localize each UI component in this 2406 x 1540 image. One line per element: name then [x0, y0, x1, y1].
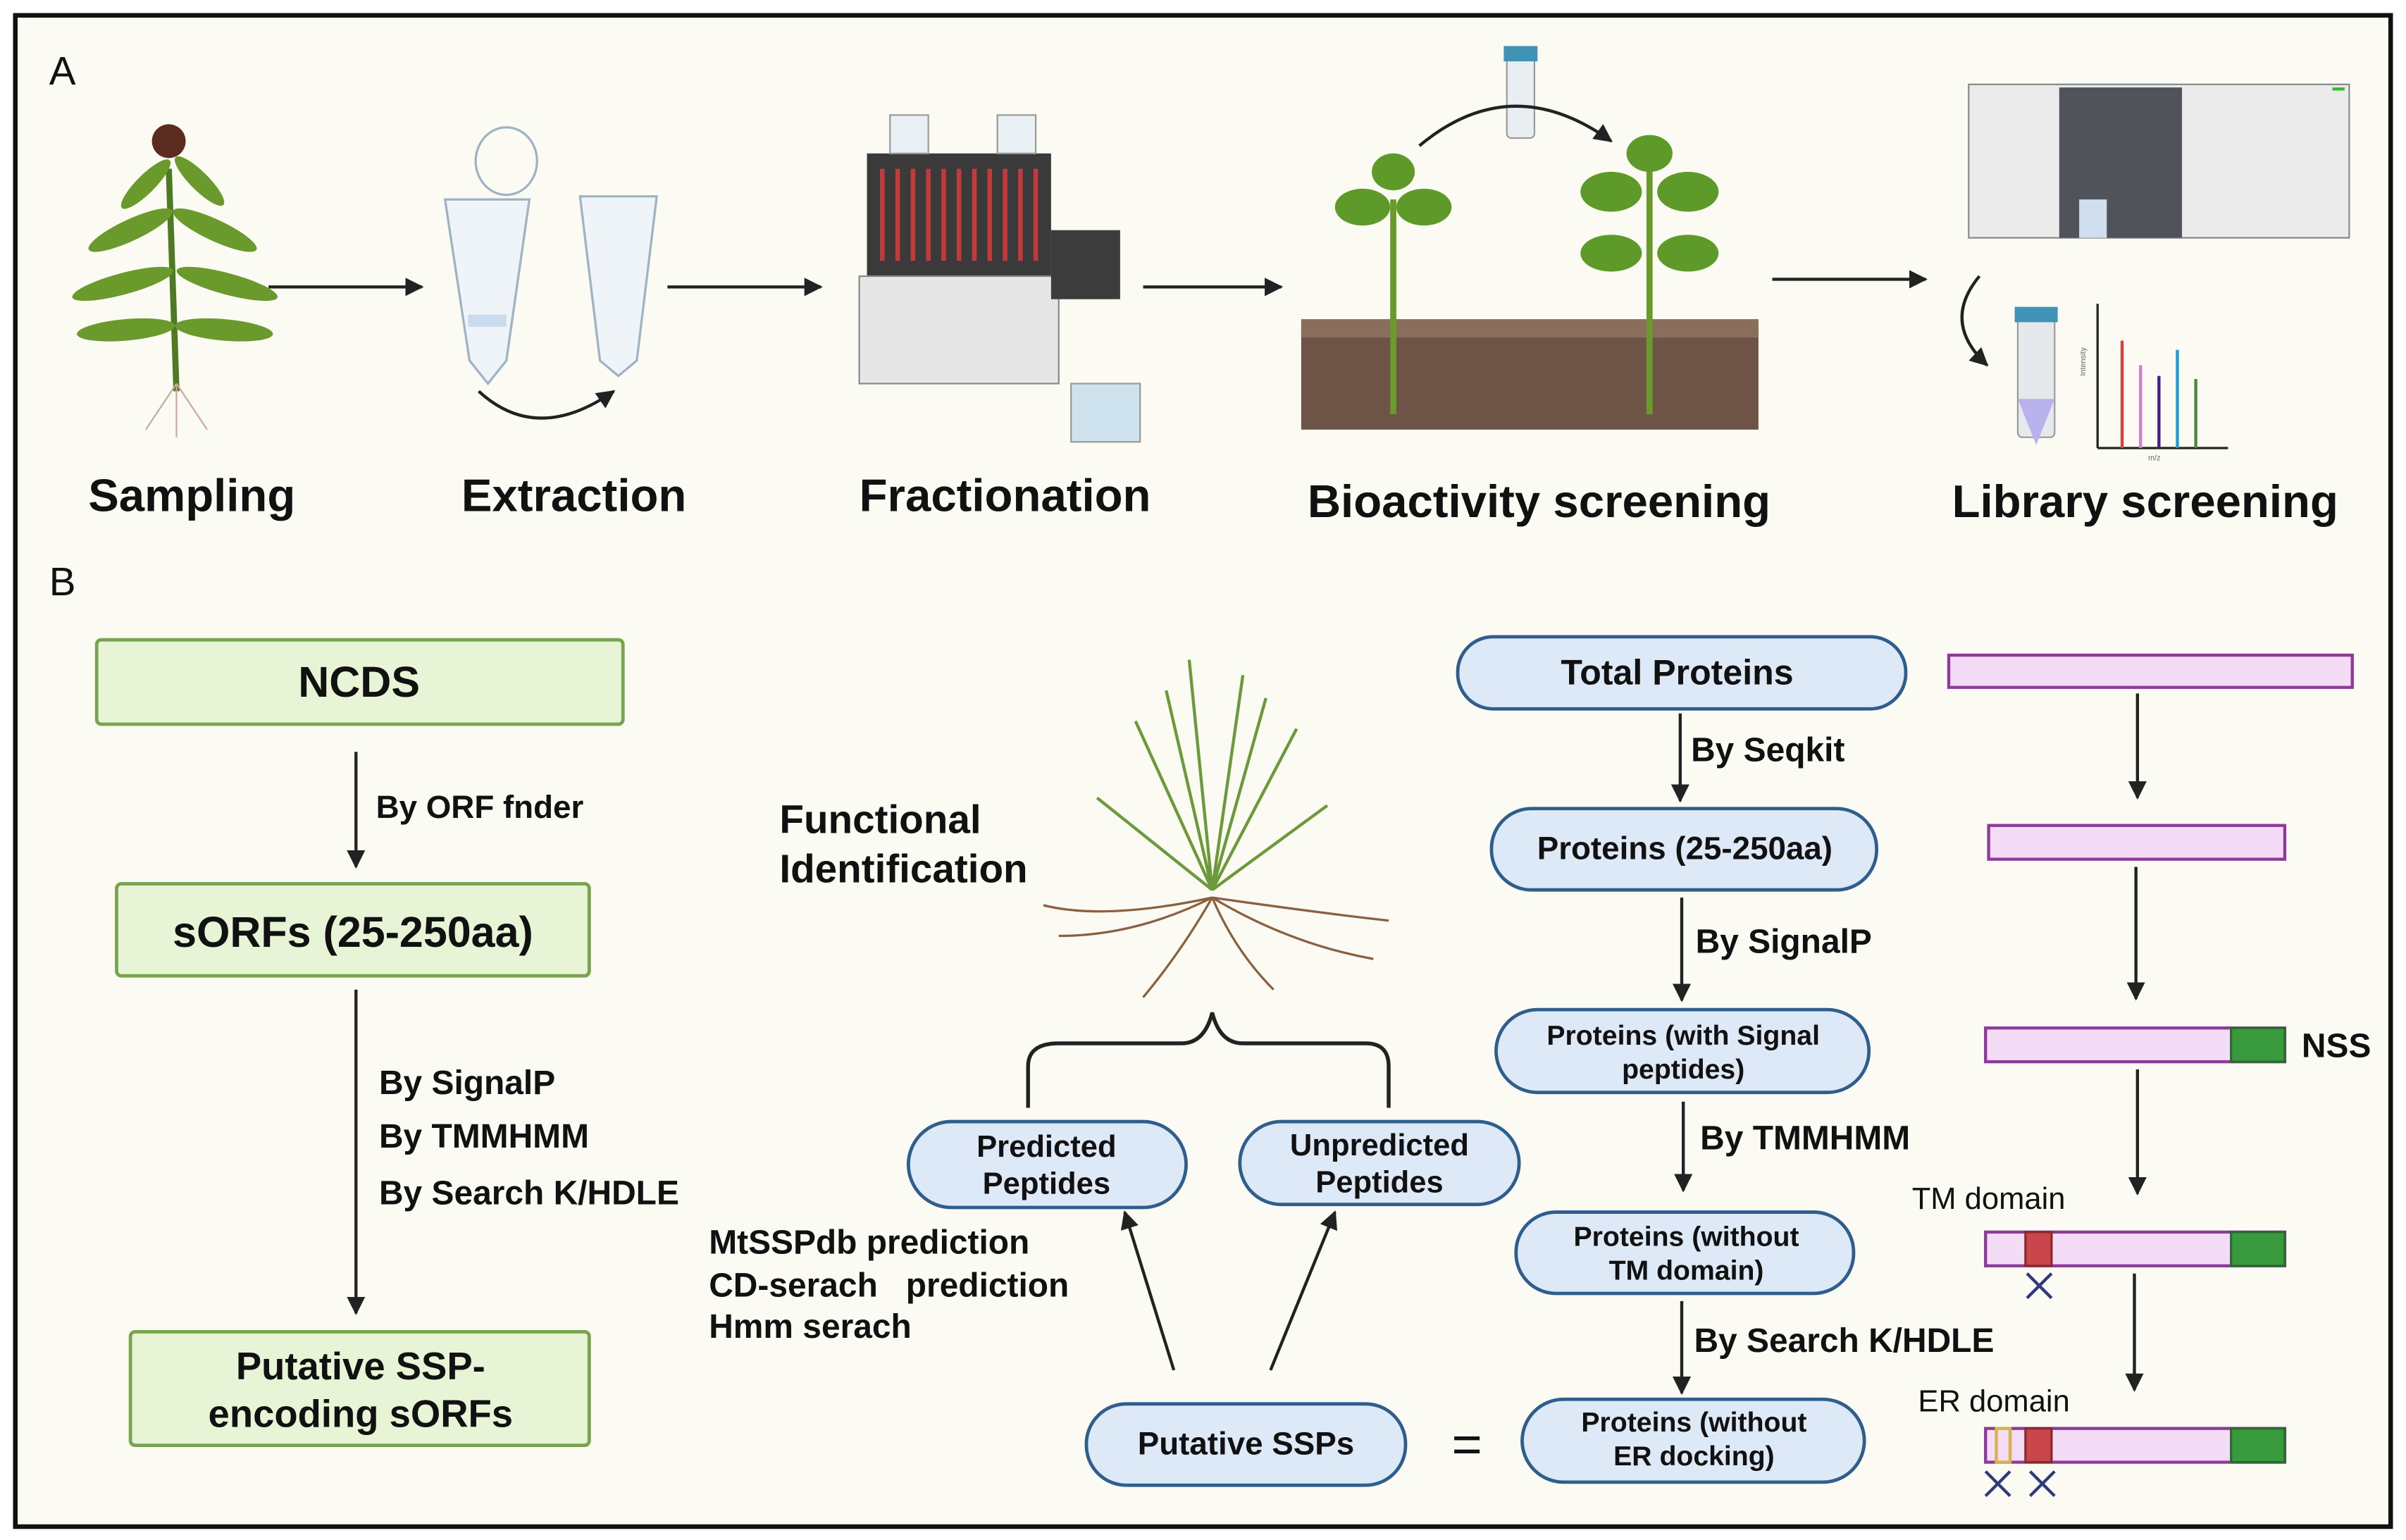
panel-a-label: A — [49, 49, 76, 93]
signal-peptide-segment — [2230, 1026, 2286, 1063]
tm-domain-segment — [2024, 1427, 2053, 1464]
proteins-without-er-pill — [1520, 1397, 1866, 1484]
tube-illustration — [443, 126, 658, 386]
mass-spectrometer-illustration — [1968, 83, 2350, 239]
svg-text:By Search K/HDLE: By Search K/HDLE — [1694, 1322, 1994, 1360]
svg-text:sORFs (25-250aa): sORFs (25-250aa) — [173, 908, 533, 956]
svg-text:CD-serach prediction: CD-serach prediction — [709, 1267, 1069, 1304]
svg-text:ER docking): ER docking) — [1613, 1441, 1775, 1472]
svg-text:Functional: Functional — [779, 797, 981, 842]
svg-text:MtSSPdb prediction: MtSSPdb prediction — [709, 1224, 1029, 1261]
svg-text:By ORF fnder: By ORF fnder — [376, 789, 584, 825]
svg-text:Putative SSPs: Putative SSPs — [1138, 1426, 1354, 1462]
svg-text:By SignalP: By SignalP — [1696, 924, 1872, 961]
svg-text:encoding sORFs: encoding sORFs — [209, 1392, 514, 1435]
svg-text:Peptides: Peptides — [1315, 1165, 1444, 1199]
svg-text:By TMMHMM: By TMMHMM — [1700, 1119, 1910, 1157]
unpredicted-peptides-pill — [1238, 1119, 1521, 1207]
svg-text:Peptides: Peptides — [983, 1167, 1111, 1200]
proteins-without-tm-pill — [1514, 1210, 1856, 1296]
sample-tube-icon — [2014, 306, 2058, 445]
proteins-signal-peptides-pill — [1494, 1007, 1871, 1095]
figure-border — [13, 13, 2393, 1529]
plant-with-roots-illustration — [1043, 659, 1389, 998]
step-bioactivity-screening: Bioactivity screening — [1308, 476, 1771, 527]
plant-sample-illustration — [72, 124, 278, 437]
panel-b-label: B — [49, 559, 76, 604]
mass-spectrum-chart: Intensity m/z — [2079, 304, 2228, 462]
signal-peptide-segment — [2230, 1231, 2286, 1267]
svg-text:Proteins (without: Proteins (without — [1581, 1408, 1806, 1438]
svg-text:By Search K/HDLE: By Search K/HDLE — [379, 1175, 679, 1212]
step-sampling: Sampling — [88, 469, 295, 521]
svg-text:By Seqkit: By Seqkit — [1691, 731, 1844, 769]
step-fractionation: Fractionation — [860, 469, 1151, 521]
svg-text:By SignalP: By SignalP — [379, 1064, 555, 1102]
svg-text:Unpredicted: Unpredicted — [1290, 1129, 1469, 1162]
total-proteins-pill — [1456, 635, 1908, 711]
fractionation-instrument-illustration — [858, 114, 1141, 443]
svg-text:=: = — [1451, 1415, 1482, 1474]
grouping-brace — [1026, 1012, 1391, 1108]
svg-text:Proteins (without: Proteins (without — [1574, 1222, 1799, 1252]
svg-text:ER domain: ER domain — [1918, 1385, 2069, 1419]
protein-bar-short — [1987, 824, 2287, 861]
bioactivity-plants-illustration — [1301, 46, 1759, 430]
svg-text:peptides): peptides) — [1622, 1055, 1744, 1085]
signal-peptide-segment — [2230, 1427, 2286, 1464]
svg-text:By TMMHMM: By TMMHMM — [379, 1118, 589, 1155]
svg-text:Intensity: Intensity — [2079, 347, 2088, 376]
svg-text:NCDS: NCDS — [298, 658, 420, 706]
svg-text:m/z: m/z — [2148, 454, 2161, 462]
putative-ssps-pill — [1084, 1402, 1408, 1487]
svg-text:TM domain: TM domain — [1912, 1182, 2066, 1216]
proteins-25-250aa-pill — [1489, 807, 1879, 892]
svg-text:NSS: NSS — [2302, 1028, 2371, 1065]
svg-text:Proteins (with Signal: Proteins (with Signal — [1546, 1021, 1820, 1051]
ncds-box — [94, 638, 625, 726]
svg-text:Hmm serach: Hmm serach — [709, 1308, 912, 1346]
svg-text:Total Proteins: Total Proteins — [1561, 652, 1793, 692]
putative-ssp-sorfs-box — [128, 1330, 591, 1448]
protein-bar-total — [1947, 653, 2354, 689]
svg-text:Putative SSP-: Putative SSP- — [236, 1345, 485, 1388]
sorfs-box — [115, 882, 591, 978]
step-library-screening: Library screening — [1952, 476, 2338, 527]
svg-text:Predicted: Predicted — [976, 1130, 1116, 1164]
svg-text:TM domain): TM domain) — [1609, 1255, 1764, 1286]
step-extraction: Extraction — [461, 469, 686, 521]
er-motif-segment — [1995, 1427, 2012, 1464]
tm-domain-segment — [2024, 1231, 2053, 1267]
svg-text:Proteins (25-250aa): Proteins (25-250aa) — [1537, 831, 1833, 867]
predicted-peptides-pill — [906, 1119, 1188, 1210]
svg-text:Identification: Identification — [779, 846, 1027, 890]
excluded-x-icon — [1984, 1272, 2056, 1498]
